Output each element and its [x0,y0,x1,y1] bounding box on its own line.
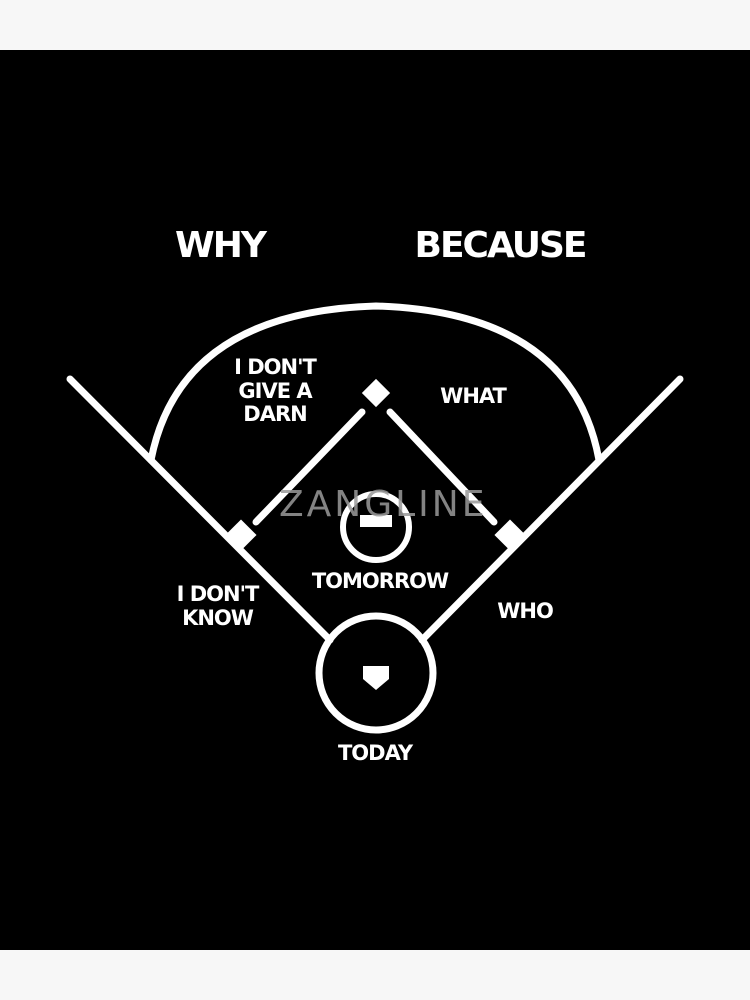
why-label: WHY [175,225,267,266]
home-plate-label: TODAY [337,741,413,765]
pitchers-mound-circle [340,491,412,563]
third-base-area-label: I DON'T KNOW [176,582,260,630]
outfield-arc [147,302,603,464]
right-foul-line [418,375,684,644]
pitcher-area-label: TOMORROW [311,569,449,593]
basepath-3rd-to-2nd [252,408,366,526]
left-foul-line [66,375,334,644]
basepath-2nd-to-1st [386,408,498,526]
second-base-icon [361,378,391,408]
center-field-label: WHAT [440,384,507,408]
first-base-area-label: WHO [497,599,554,623]
first-base-icon [494,519,526,551]
third-base-icon [225,519,257,551]
home-plate-icon [363,666,389,690]
left-outfield-label: I DON'T GIVE A DARN [234,355,317,427]
watermark-text: ZANGLINE [279,484,488,525]
home-plate-circle [315,612,437,734]
because-label: BECAUSE [414,225,588,266]
pitchers-rubber-icon [360,515,392,527]
black-poster-panel [0,50,750,950]
